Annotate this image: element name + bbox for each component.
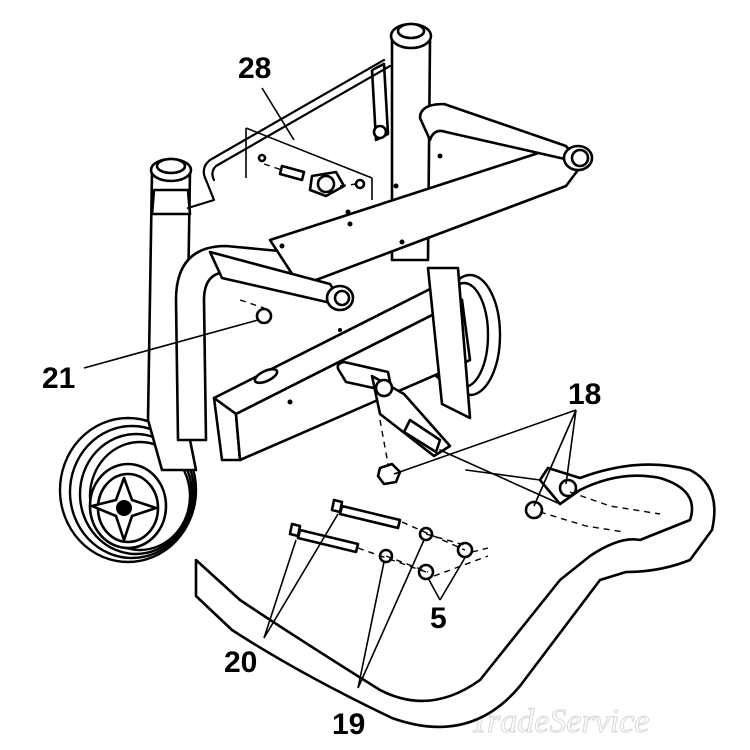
callout-18: 18 [568, 378, 601, 411]
callout-20: 20 [224, 646, 257, 679]
pivot-bracket [336, 360, 452, 458]
nut-18-center [376, 462, 402, 486]
nut-21 [255, 307, 273, 325]
bolt-lower [288, 522, 360, 554]
bolt-upper [330, 498, 402, 530]
washer-lower [417, 563, 435, 581]
callout-19: 19 [332, 708, 365, 741]
right-leg [426, 266, 472, 420]
top-handle-tube [208, 102, 594, 312]
callout-21: 21 [42, 362, 75, 395]
washer-18-left [524, 500, 544, 520]
callout-5: 5 [430, 602, 447, 635]
bolt-28 [257, 153, 366, 198]
watermark-text: TradeService [470, 703, 649, 740]
leader-lines [83, 87, 577, 689]
callout-28: 28 [238, 52, 271, 85]
base-frame [194, 449, 716, 729]
